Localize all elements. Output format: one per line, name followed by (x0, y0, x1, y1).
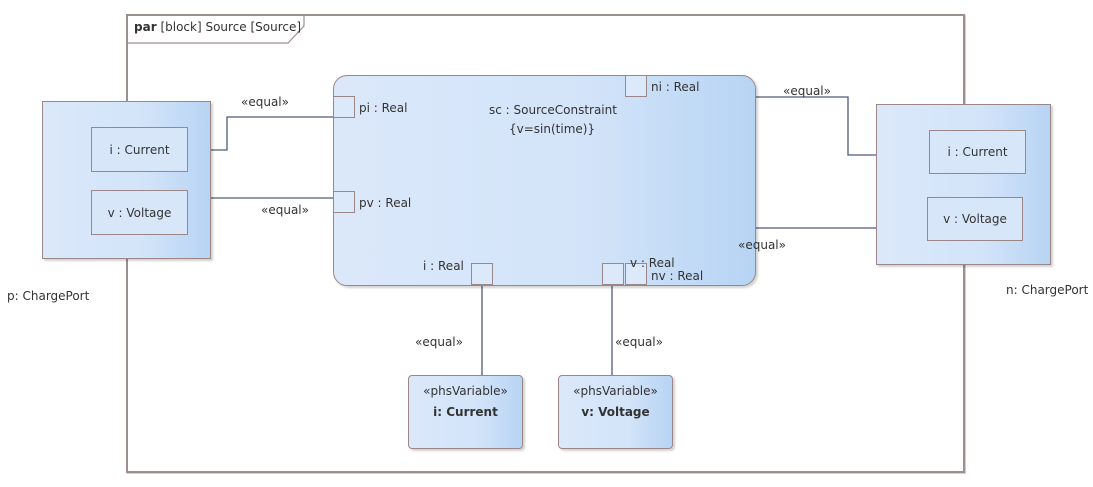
port-p-voltage-part[interactable]: v : Voltage (91, 190, 188, 235)
param-ni-label: ni : Real (651, 80, 700, 94)
frame-keyword: par (134, 20, 157, 34)
constraint-block-sc[interactable] (333, 75, 756, 286)
connector-label-nv: «equal» (615, 335, 663, 349)
param-v-port[interactable] (625, 263, 647, 285)
variable-name: i: Current (433, 405, 498, 419)
connector-label-ni: «equal» (783, 84, 831, 98)
param-pv[interactable] (333, 191, 355, 213)
part-label: v : Voltage (943, 212, 1007, 226)
variable-stereotype: «phsVariable» (573, 384, 658, 398)
constraint-equation: {v=sin(time)} (509, 122, 596, 136)
constraint-name: sc : SourceConstraint (489, 103, 617, 117)
variable-stereotype: «phsVariable» (423, 384, 508, 398)
port-n-voltage-part[interactable]: v : Voltage (927, 197, 1023, 241)
part-label: i : Current (947, 145, 1008, 159)
param-pv-label: pv : Real (359, 196, 412, 210)
variable-i-current[interactable]: «phsVariable» i: Current (408, 375, 523, 449)
param-nv-port[interactable] (602, 263, 624, 285)
connector-label-i: «equal» (415, 335, 463, 349)
connector-label-p-v: «equal» (261, 203, 309, 217)
param-pi[interactable] (333, 96, 355, 118)
connector-label-p-i: «equal» (241, 95, 289, 109)
param-ni[interactable] (625, 75, 647, 97)
param-nv-label: nv : Real (651, 269, 704, 283)
port-n-current-part[interactable]: i : Current (929, 130, 1026, 174)
charge-port-p-label: p: ChargePort (7, 289, 90, 303)
param-v-label: v : Real (630, 256, 675, 270)
param-pi-label: pi : Real (359, 101, 408, 115)
charge-port-p[interactable]: i : Current v : Voltage (42, 101, 211, 259)
port-p-current-part[interactable]: i : Current (91, 127, 188, 172)
frame-title-text: [block] Source [Source] (160, 20, 302, 34)
param-i-label: i : Real (423, 259, 464, 273)
variable-name: v: Voltage (581, 405, 650, 419)
variable-v-voltage[interactable]: «phsVariable» v: Voltage (558, 375, 673, 449)
param-i[interactable] (471, 263, 493, 285)
part-label: v : Voltage (107, 205, 172, 220)
frame-tab (128, 16, 305, 44)
frame-title: par [block] Source [Source] (134, 20, 301, 34)
charge-port-n[interactable]: i : Current v : Voltage (876, 104, 1051, 265)
connector-label-v: «equal» (738, 238, 786, 252)
charge-port-n-label: n: ChargePort (1006, 283, 1089, 297)
part-label: i : Current (109, 142, 170, 157)
